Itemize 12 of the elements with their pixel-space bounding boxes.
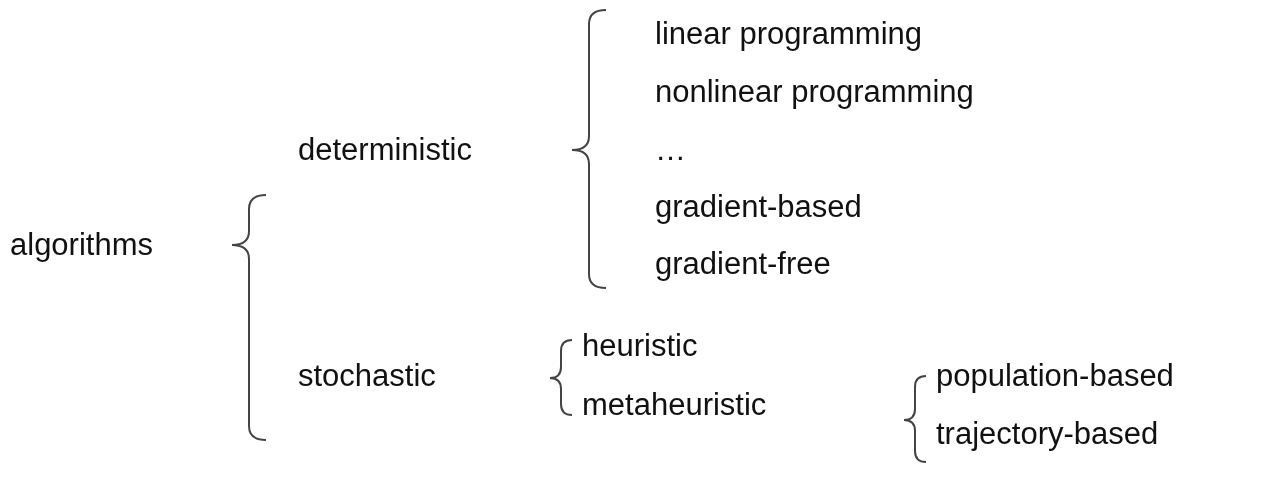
category-label: linear programming bbox=[655, 16, 923, 52]
category-label: gradient-based bbox=[655, 189, 862, 225]
category-label: nonlinear programming bbox=[655, 74, 974, 110]
category-label: stochastic bbox=[298, 358, 436, 394]
category-label: population-based bbox=[936, 358, 1174, 394]
category-label: trajectory-based bbox=[936, 416, 1159, 452]
category-label: deterministic bbox=[298, 132, 472, 168]
category-label: algorithms bbox=[10, 227, 153, 263]
category-label: metaheuristic bbox=[582, 387, 767, 423]
category-label: … bbox=[655, 132, 686, 168]
category-label: gradient-free bbox=[655, 246, 831, 282]
category-label: heuristic bbox=[582, 328, 698, 364]
